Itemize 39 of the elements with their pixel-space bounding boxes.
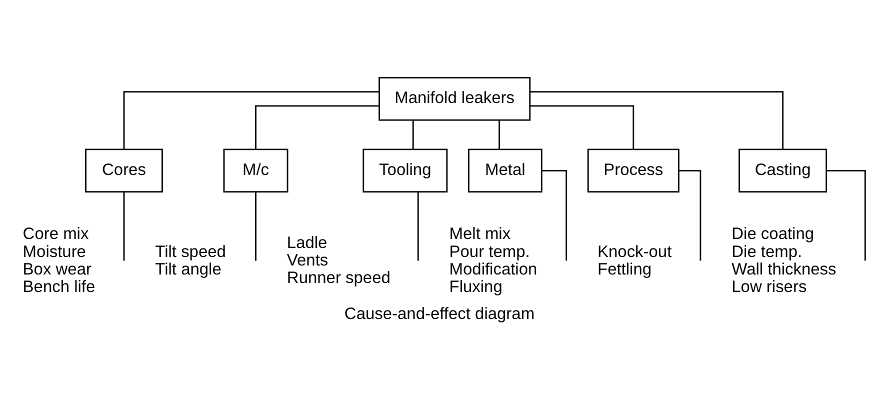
- node-box: Metal: [468, 148, 542, 192]
- node-label: Vents: [286, 251, 328, 270]
- connector: [530, 104, 634, 149]
- node-label: Ladle: [286, 233, 328, 252]
- caption: Cause-and-effect diagram: [344, 304, 535, 323]
- node-box: Casting: [738, 148, 828, 192]
- node-label: Knock-out: [598, 242, 672, 260]
- node-label: Runner speed: [286, 268, 390, 287]
- node-label: Wall thickness: [732, 260, 836, 278]
- node-label: Modification: [449, 260, 538, 278]
- node-box: Manifold leakers: [378, 76, 531, 120]
- node-label: Bench life: [22, 278, 96, 296]
- connector: [417, 192, 419, 260]
- node-label: Tilt speed: [155, 242, 226, 260]
- connector: [255, 192, 256, 260]
- connector: [255, 104, 379, 149]
- node-label: Low risers: [732, 278, 807, 296]
- node-label: Die coating: [732, 224, 814, 243]
- node-label: Box wear: [22, 260, 92, 278]
- node-label: Moisture: [22, 242, 86, 260]
- node-box: Cores: [85, 148, 163, 192]
- node-label: Tilt angle: [155, 260, 222, 278]
- connector: [123, 192, 125, 260]
- node-label: Die temp.: [732, 242, 802, 260]
- connector: [530, 90, 784, 149]
- node-label: Core mix: [22, 224, 89, 243]
- node-label: Melt mix: [449, 224, 511, 243]
- node-box: Process: [587, 148, 680, 192]
- node-label: Fettling: [598, 260, 652, 278]
- connector: [542, 169, 568, 260]
- connector: [498, 120, 500, 149]
- node-box: Tooling: [362, 148, 448, 192]
- node-label: Fluxing: [449, 278, 502, 296]
- node-label: Pour temp.: [449, 242, 530, 260]
- node-box: M/c: [223, 148, 288, 192]
- connector: [826, 169, 866, 260]
- connector: [678, 169, 702, 260]
- connector: [123, 90, 380, 149]
- connector: [412, 120, 414, 149]
